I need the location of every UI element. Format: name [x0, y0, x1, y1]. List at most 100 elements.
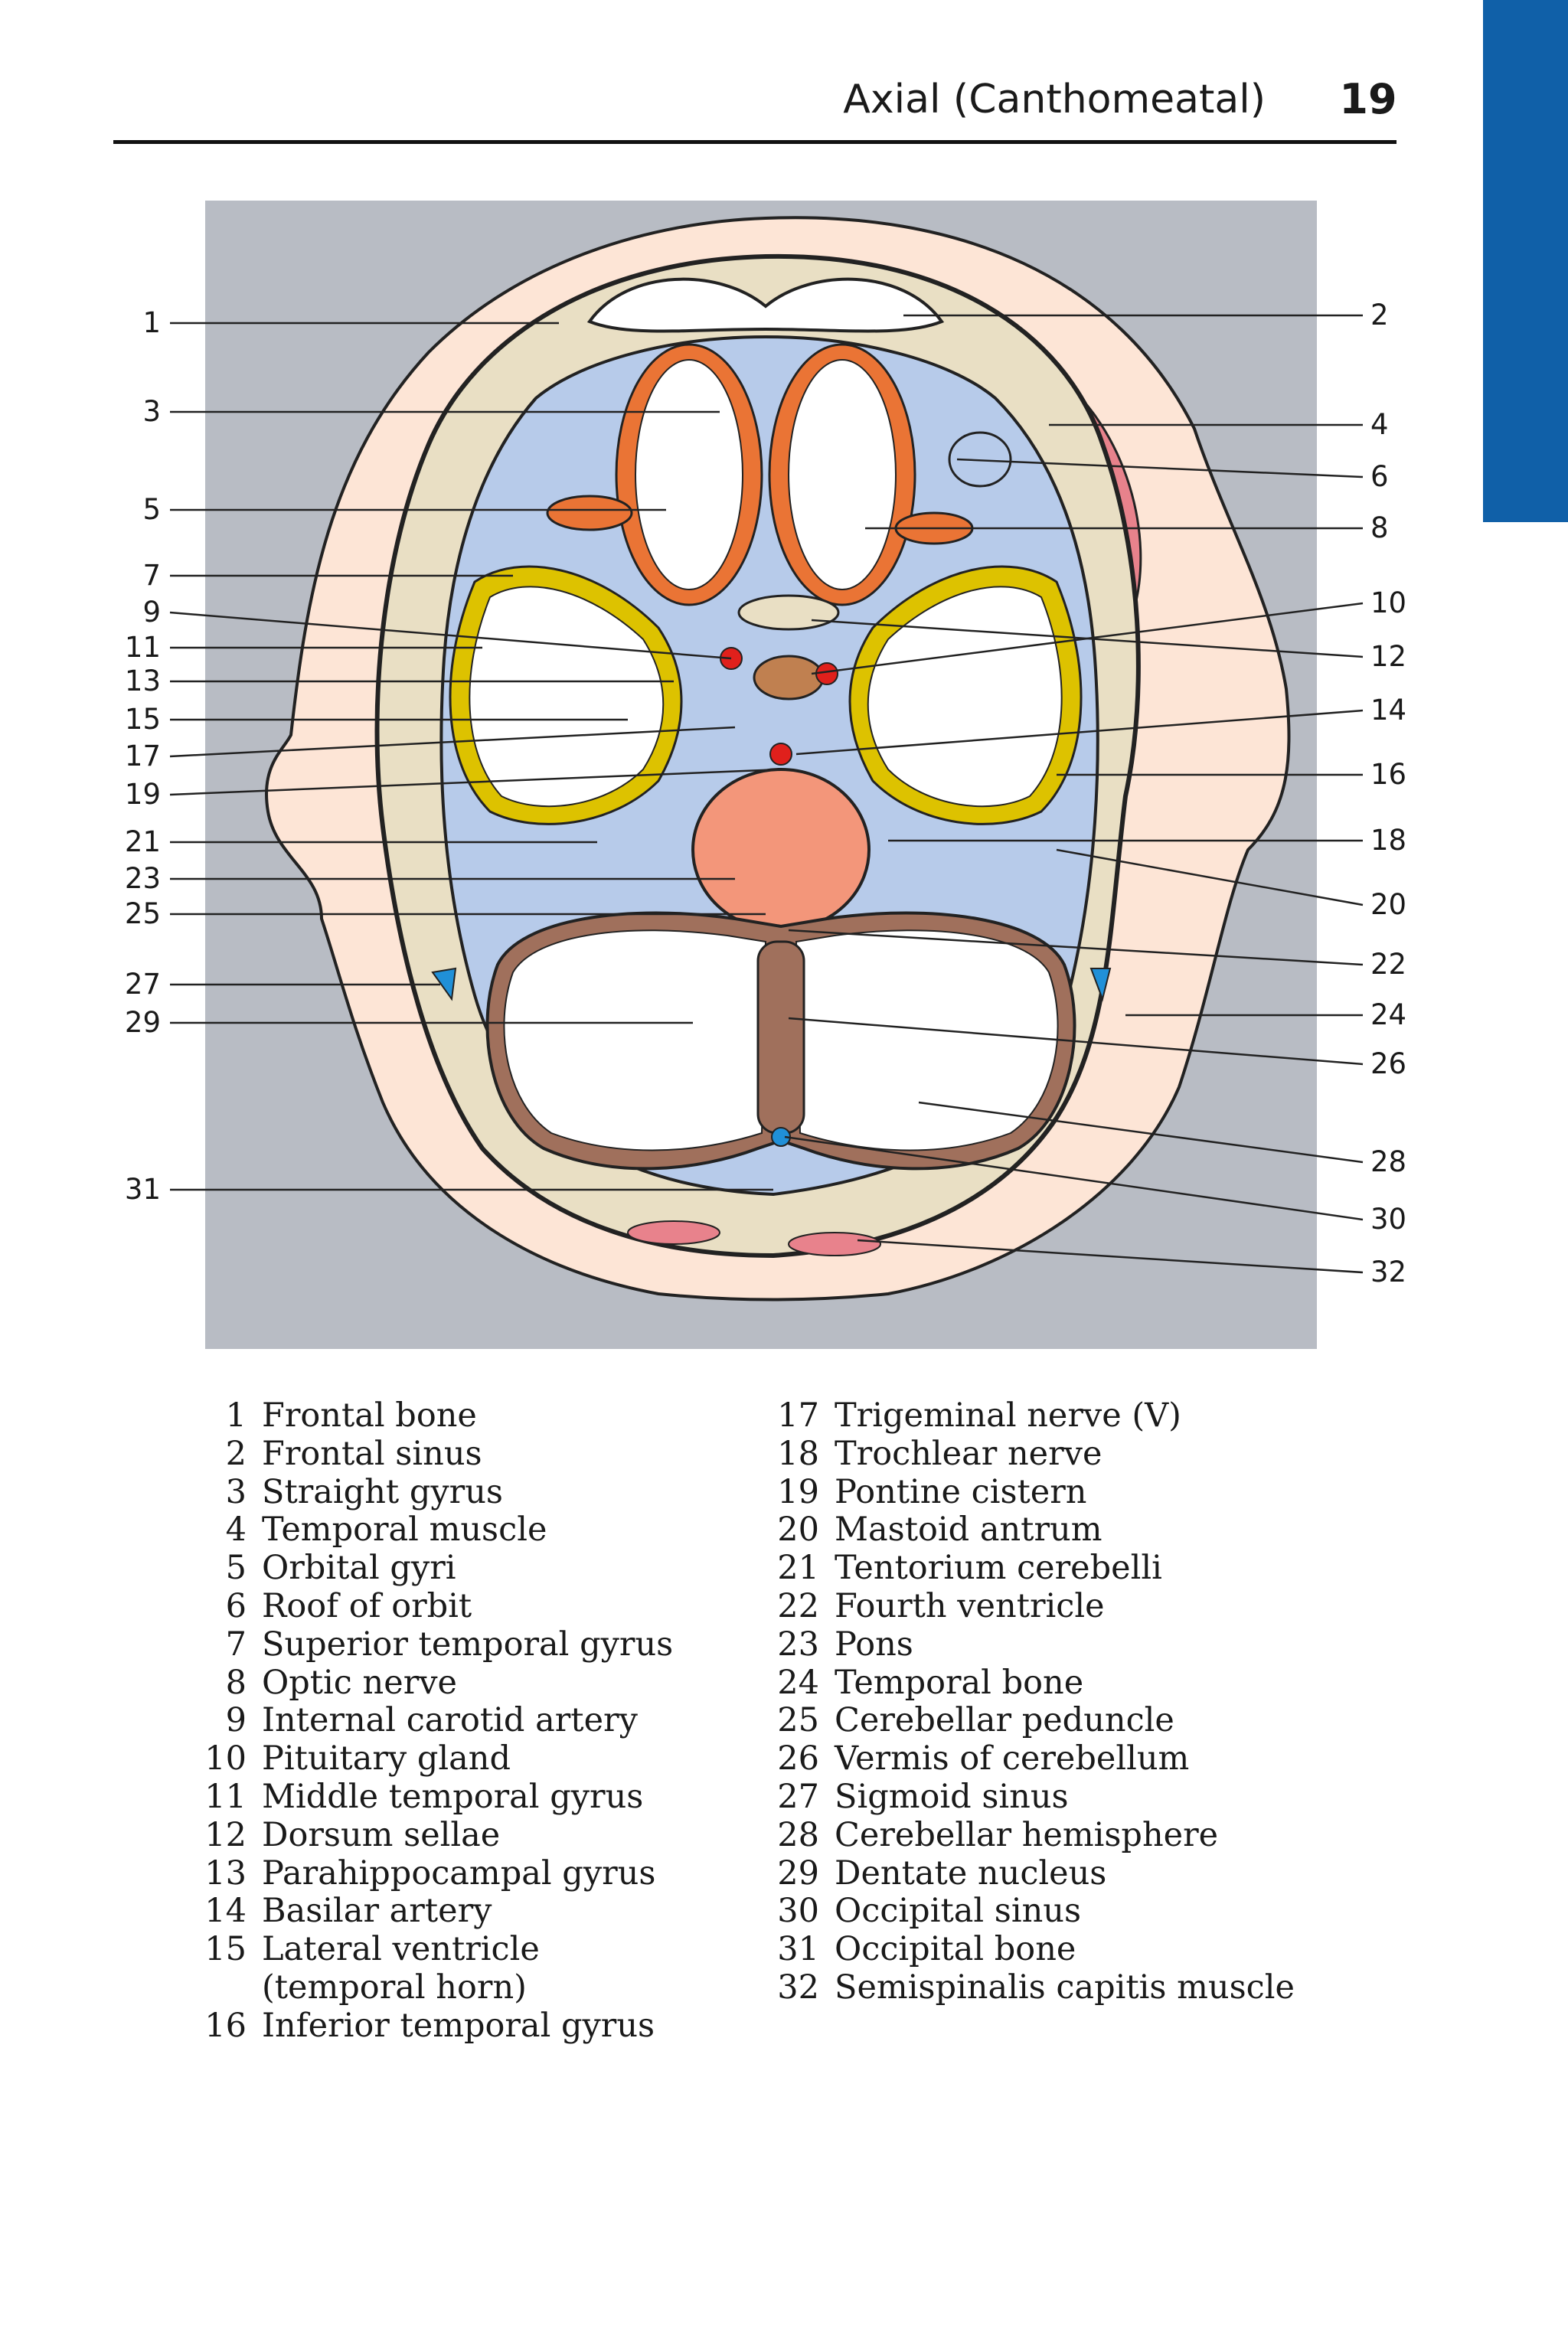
- legend-number: 18: [777, 1434, 819, 1473]
- sigmoid-sinus-right: [1089, 968, 1112, 1002]
- legend-number: 22: [777, 1586, 819, 1625]
- legend-label: Frontal bone: [262, 1396, 477, 1435]
- legend-number: 17: [777, 1396, 819, 1435]
- legend-item: 15 Lateral ventricle (temporal horn): [201, 1930, 691, 2007]
- legend-item: 1 Frontal bone: [201, 1396, 691, 1435]
- legend-item: 27 Sigmoid sinus: [773, 1778, 1295, 1817]
- legend-number: 2: [225, 1434, 247, 1473]
- legend-label: Inferior temporal gyrus: [262, 2006, 655, 2045]
- legend-number: 32: [777, 1968, 819, 2007]
- legend-number: 1: [225, 1396, 247, 1435]
- legend-number: 24: [777, 1663, 819, 1702]
- legend-number: 7: [225, 1625, 247, 1664]
- legend-label: Optic nerve: [262, 1663, 457, 1702]
- legend-label: Pons: [835, 1625, 913, 1664]
- legend-label: Dentate nucleus: [835, 1853, 1107, 1893]
- sigmoid-sinus-left: [431, 967, 457, 1001]
- legend-label: Pituitary gland: [262, 1739, 511, 1778]
- callout-number: 9: [142, 596, 161, 629]
- callout-number: 16: [1370, 758, 1407, 791]
- vermis: [756, 940, 805, 1135]
- legend-item: 23 Pons: [773, 1625, 1295, 1664]
- basilar-artery: [769, 743, 792, 766]
- callout-number: 3: [142, 395, 161, 428]
- legend-number: 16: [204, 2006, 247, 2045]
- legend-number: 27: [777, 1777, 819, 1816]
- callout-number: 29: [124, 1006, 161, 1039]
- legend-number: 6: [225, 1586, 247, 1625]
- callout-number: 28: [1370, 1145, 1407, 1178]
- legend-item: 21 Tentorium cerebelli: [773, 1549, 1295, 1588]
- legend-number: 29: [777, 1853, 819, 1893]
- carotid-right: [815, 662, 838, 685]
- orbit-roof-right: [948, 431, 1012, 488]
- legend-number: 12: [204, 1815, 247, 1854]
- legend-label: Fourth ventricle: [835, 1586, 1105, 1625]
- legend-label: Frontal sinus: [262, 1434, 482, 1473]
- callout-number: 17: [124, 740, 161, 772]
- callout-number: 32: [1370, 1256, 1407, 1288]
- legend-number: 19: [777, 1472, 819, 1511]
- legend-label: Roof of orbit: [262, 1586, 472, 1625]
- legend-item: 10 Pituitary gland: [201, 1739, 691, 1778]
- legend-label: Tentorium cerebelli: [835, 1549, 1162, 1588]
- legend-number: 25: [777, 1701, 819, 1740]
- legend-label: Occipital bone: [835, 1930, 1076, 1969]
- callout-number: 22: [1370, 948, 1407, 981]
- callout-number: 12: [1370, 640, 1407, 673]
- callout-number: 2: [1370, 299, 1389, 332]
- legend-number: 13: [204, 1853, 247, 1893]
- legend-item: 12 Dorsum sellae: [201, 1815, 691, 1855]
- legend-number: 23: [777, 1625, 819, 1664]
- dorsum-sellae: [737, 594, 840, 631]
- legend-label: Straight gyrus: [262, 1472, 503, 1511]
- legend-number: 21: [777, 1549, 819, 1588]
- legend-number: 30: [777, 1892, 819, 1931]
- callout-number: 19: [124, 778, 161, 811]
- callout-number: 31: [124, 1173, 161, 1206]
- callout-number: 20: [1370, 888, 1407, 921]
- legend-item: 2 Frontal sinus: [201, 1435, 691, 1474]
- legend-number: 5: [225, 1549, 247, 1588]
- callout-number: 8: [1370, 511, 1389, 544]
- legend-label: Trochlear nerve: [835, 1434, 1102, 1473]
- legend-label: Trigeminal nerve (V): [835, 1396, 1181, 1435]
- legend-label: Sigmoid sinus: [835, 1777, 1069, 1816]
- legend-number: 15: [204, 1930, 247, 1969]
- legend-item: 26 Vermis of cerebellum: [773, 1739, 1295, 1778]
- callout-number: 7: [142, 559, 161, 592]
- pituitary-gland: [753, 655, 825, 701]
- callout-number: 15: [124, 703, 161, 736]
- callout-number: 26: [1370, 1047, 1407, 1080]
- legend-label: Dorsum sellae: [262, 1815, 501, 1854]
- legend-number: 26: [777, 1739, 819, 1778]
- legend-item: 18 Trochlear nerve: [773, 1435, 1295, 1474]
- legend-label: Temporal bone: [835, 1663, 1084, 1702]
- legend-label: Mastoid antrum: [835, 1511, 1102, 1550]
- callout-number: 5: [142, 493, 161, 526]
- page-number: 19: [1339, 75, 1397, 123]
- legend-number: 10: [204, 1739, 247, 1778]
- callout-number: 6: [1370, 460, 1389, 493]
- legend-label: Cerebellar peduncle: [835, 1701, 1174, 1740]
- legend-label: Vermis of cerebellum: [835, 1739, 1190, 1778]
- legend-number: 11: [204, 1777, 247, 1816]
- legend-item: 29 Dentate nucleus: [773, 1853, 1295, 1893]
- legend-label: Lateral ventricle (temporal horn): [262, 1930, 540, 2007]
- legend-number: 8: [225, 1663, 247, 1702]
- legend-item: 5 Orbital gyri: [201, 1549, 691, 1588]
- callout-number: 14: [1370, 694, 1407, 727]
- pons: [691, 768, 871, 932]
- legend-label: Temporal muscle: [262, 1511, 547, 1550]
- legend-item: 6 Roof of orbit: [201, 1586, 691, 1626]
- legend-label: Orbital gyri: [262, 1549, 456, 1588]
